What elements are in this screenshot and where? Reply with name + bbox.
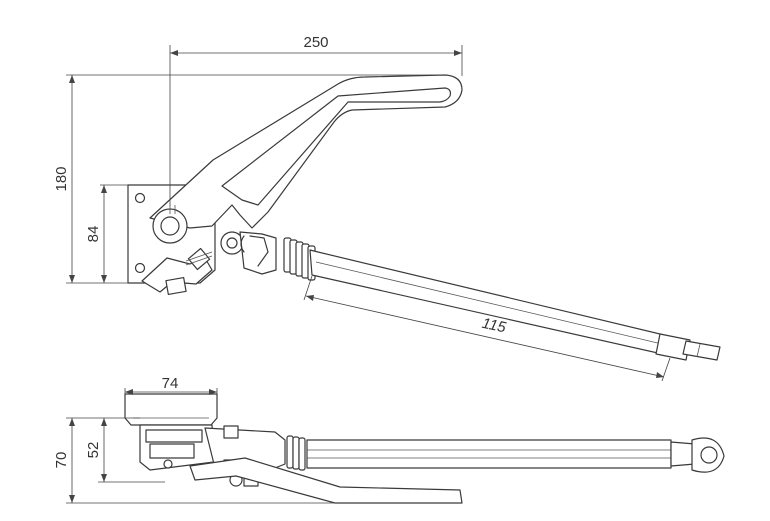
dimension-side-inner-height: 52: [85, 417, 165, 483]
rod: [309, 249, 721, 361]
side-spring: [286, 435, 306, 471]
dimension-label-52: 52: [85, 442, 102, 459]
dimension-label-250: 250: [303, 34, 328, 51]
dimension-label-74: 74: [162, 375, 179, 392]
dimension-rod-length: 115: [303, 275, 671, 382]
dimension-top-height: 180: [53, 74, 448, 284]
side-rod: [306, 437, 725, 473]
clevis-joint: [220, 231, 277, 275]
side-lever: [189, 457, 463, 504]
dimension-label-115: 115: [480, 315, 508, 337]
dimension-label-84: 84: [85, 226, 102, 243]
dimension-label-180: 180: [53, 166, 70, 191]
side-plate: [124, 393, 218, 426]
pivot-boss: [152, 205, 188, 244]
side-body: [139, 424, 215, 471]
dimension-top-width: 250: [169, 34, 463, 206]
clamp-bracket: [141, 247, 213, 296]
side-view: 74 52 70: [53, 375, 725, 504]
lever-handle: [149, 74, 463, 229]
top-view: 250 180 84 115: [53, 34, 721, 382]
dimension-plate-height: 84: [85, 184, 128, 283]
dimension-label-70: 70: [53, 452, 70, 469]
dimension-side-total-height: 70: [53, 417, 335, 504]
dimension-side-width: 74: [124, 375, 218, 395]
